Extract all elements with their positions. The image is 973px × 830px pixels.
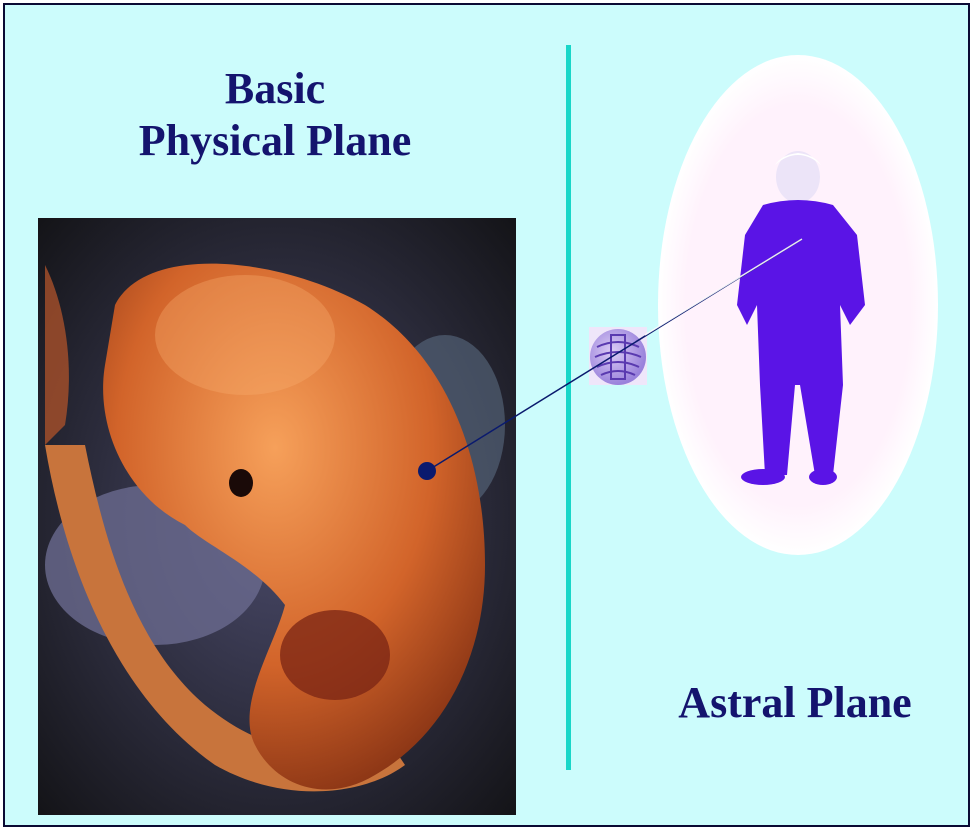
connector-dot xyxy=(418,462,436,480)
spiral-sphere-icon xyxy=(589,327,647,385)
diagram-canvas: Basic Physical Plane xyxy=(3,3,970,827)
astral-plane-title: Astral Plane xyxy=(645,677,945,729)
embryo-photo xyxy=(38,218,516,815)
embryo-eye xyxy=(229,469,253,497)
